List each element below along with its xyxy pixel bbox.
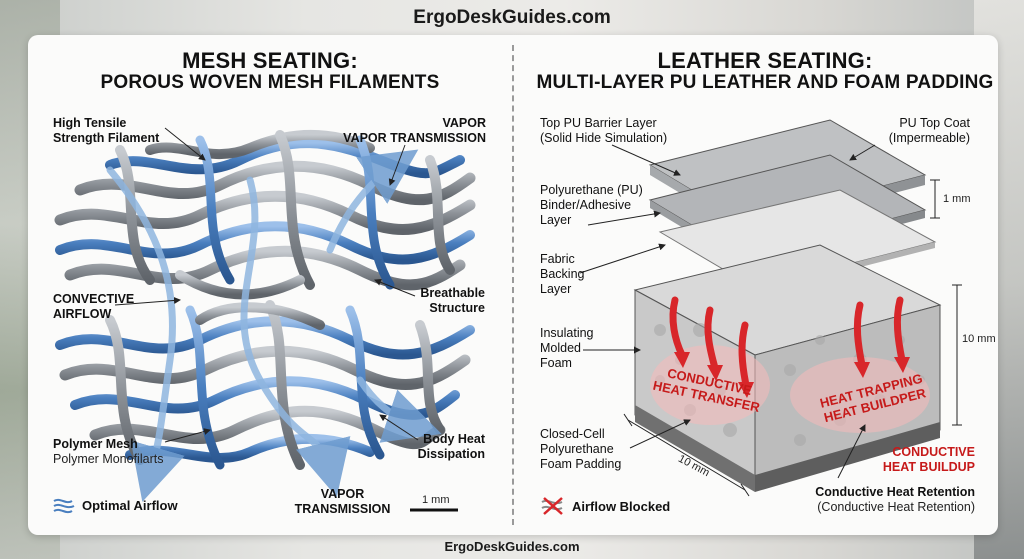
leather-legend-text: Airflow Blocked xyxy=(572,498,671,514)
panel-divider xyxy=(512,45,514,525)
airflow-icon xyxy=(53,498,75,514)
leather-subtitle: MULTI-LAYER PU LEATHER AND FOAM PADDING xyxy=(536,72,994,93)
leather-legend: Airflow Blocked xyxy=(540,496,670,516)
airflow-blocked-icon xyxy=(541,497,563,515)
site-footer: ErgoDeskGuides.com xyxy=(444,539,580,554)
mesh-title: MESH SEATING: xyxy=(182,48,358,73)
leather-leaders xyxy=(579,144,876,479)
heat-arrows xyxy=(669,296,906,389)
mesh-scale-label: 1 mm xyxy=(422,494,450,506)
site-header: ErgoDeskGuides.com xyxy=(413,7,611,28)
label-pu-top-coat: PU Top Coat(Impermeable) xyxy=(888,116,970,145)
leather-scale-thick: 10 mm xyxy=(962,333,996,345)
airflow-arrows xyxy=(106,149,442,502)
mesh-subtitle: POROUS WOVEN MESH FILAMENTS xyxy=(100,72,440,93)
heat-arrowheads xyxy=(674,352,910,398)
label-top-pu-barrier: Top PU Barrier Layer(Solid Hide Simulati… xyxy=(540,116,668,145)
leather-dimensions xyxy=(623,179,962,497)
mesh-leaders xyxy=(114,127,419,443)
leather-scale-thin: 1 mm xyxy=(943,193,971,205)
leather-title: LEATHER SEATING: xyxy=(657,48,873,73)
mesh-connectors xyxy=(175,270,325,330)
mesh-legend-text: Optimal Airflow xyxy=(82,497,178,513)
mesh-upper-layer xyxy=(54,129,476,291)
label-conductive-heat-retention: Conductive Heat Retention(Conductive Hea… xyxy=(815,485,975,514)
mesh-legend: Optimal Airflow xyxy=(52,496,178,514)
